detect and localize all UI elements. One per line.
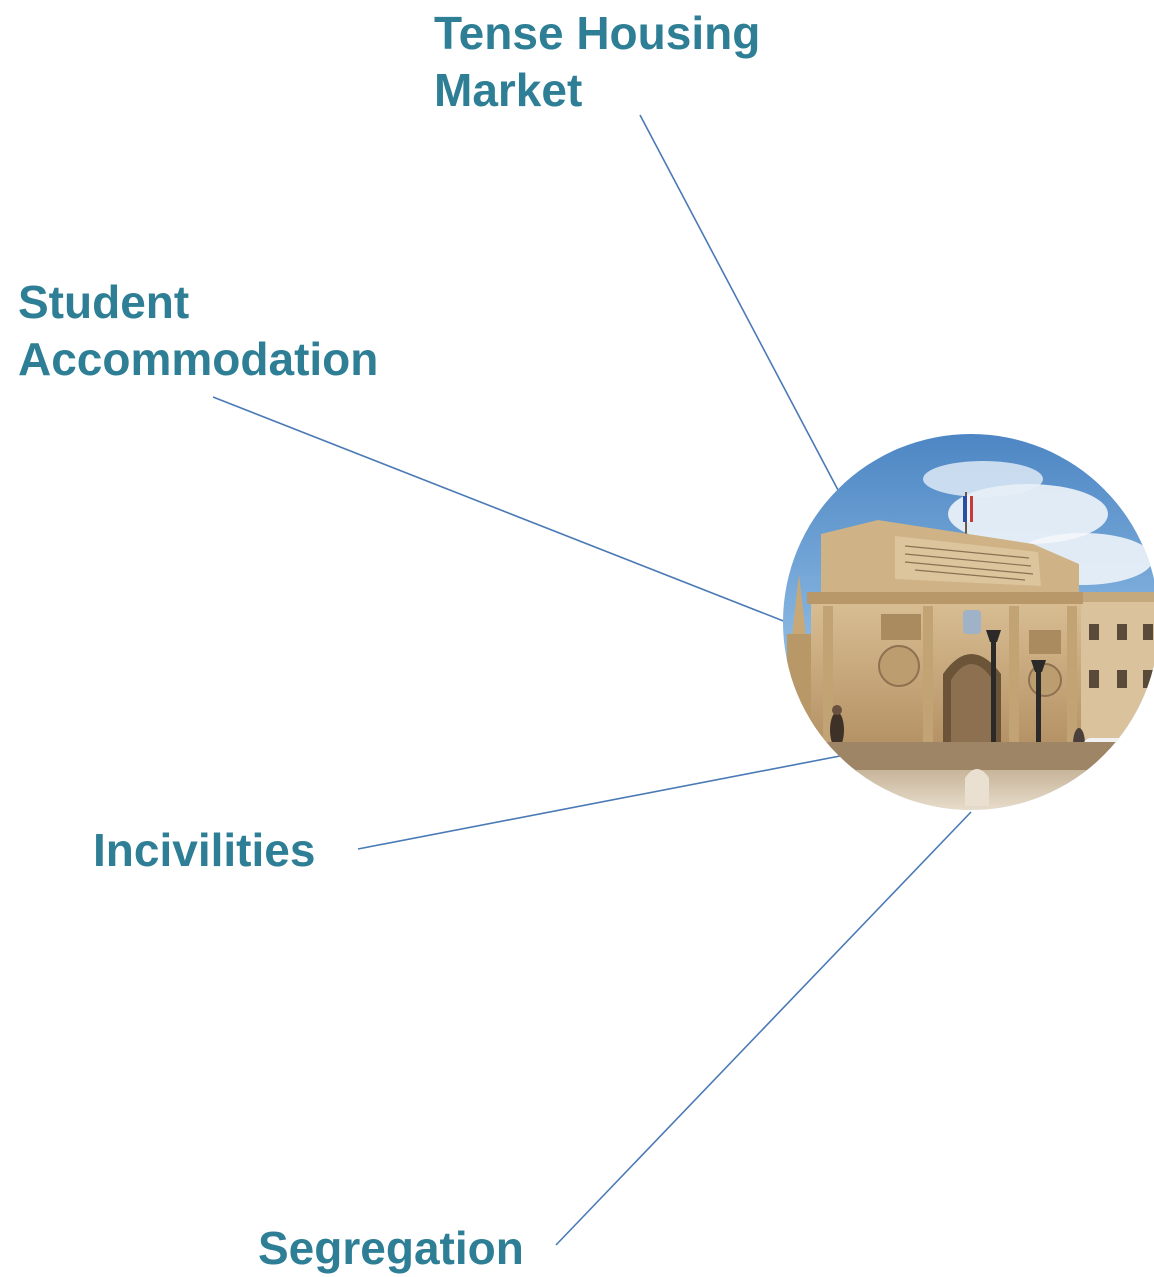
connector-incivilities [357,755,841,850]
building-window [1089,670,1099,688]
cloud [948,484,1108,544]
topic-label-line: Tense Housing [434,7,761,59]
arch-cornice [807,592,1083,604]
cloud [923,461,1043,497]
pilaster [1067,606,1077,752]
topic-label-line: Market [434,64,583,116]
building-window [1117,624,1127,640]
coat-of-arms [963,610,981,634]
topic-student-accommodation: Student Accommodation [18,274,378,388]
relief-medallion [878,645,920,687]
connector-tense-housing-market [639,114,839,491]
bollard [965,769,989,806]
topic-segregation: Segregation [258,1220,524,1277]
side-building-cornice [1075,592,1154,602]
connector-segregation [555,811,972,1246]
inscription-line [914,569,1026,581]
relief-medallion [1028,663,1062,697]
topic-incivilities: Incivilities [93,822,315,879]
building-window [1143,624,1153,640]
church-spire [791,574,807,644]
topic-label-line: Incivilities [93,824,316,876]
topic-label-line: Student [18,276,190,328]
relief-trophy [1029,630,1061,654]
pilaster [923,606,933,752]
flag-blue [963,496,967,522]
pedestrian [830,712,844,748]
building-window [1117,670,1127,688]
lamp-head [986,630,1001,642]
lamp-post [1036,670,1041,748]
low-wall [823,742,1123,772]
building-window [1143,670,1153,688]
building-window [1089,624,1099,640]
connector-student-accommodation [212,396,787,623]
inscription-line [904,545,1030,559]
pilaster [1009,606,1019,752]
inscription-line [904,553,1032,567]
lamp-post [991,640,996,744]
topic-label-line: Accommodation [18,333,379,385]
arch-opening-inner [951,664,993,754]
lamp-head [1031,660,1046,672]
pilaster [823,606,833,752]
relief-trophy [881,614,921,640]
flag-white [967,496,970,522]
topic-tense-housing-market: Tense Housing Market [434,5,760,119]
topic-label-line: Segregation [258,1222,524,1274]
inscription-line [904,561,1034,575]
pedestrian-head [832,705,842,715]
flag-red [970,496,973,522]
central-photo-triumphal-arch [783,434,1154,810]
